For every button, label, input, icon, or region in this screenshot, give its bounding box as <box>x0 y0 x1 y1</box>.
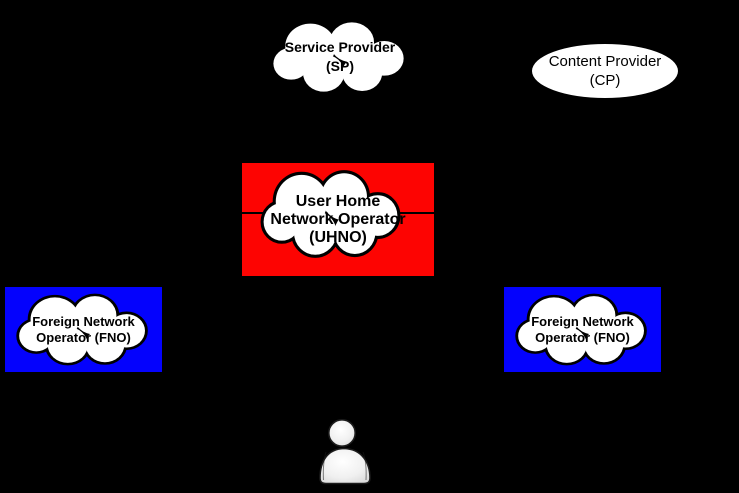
uhno-node: User Home Network Operator (UHNO) <box>240 161 436 278</box>
cloud-icon <box>12 291 155 368</box>
fno-left-node: Foreign Network Operator (FNO) <box>3 285 164 374</box>
cloud-icon <box>266 17 414 97</box>
cloud-icon <box>511 291 654 368</box>
fno-right-node: Foreign Network Operator (FNO) <box>502 285 663 374</box>
content-provider-node: Content Provider (CP) <box>530 42 680 100</box>
content-provider-label: Content Provider (CP) <box>548 53 662 89</box>
user-node <box>317 418 373 486</box>
person-icon <box>319 419 371 485</box>
service-provider-node: Service Provider (SP) <box>266 17 414 97</box>
cloud-icon <box>256 167 408 261</box>
